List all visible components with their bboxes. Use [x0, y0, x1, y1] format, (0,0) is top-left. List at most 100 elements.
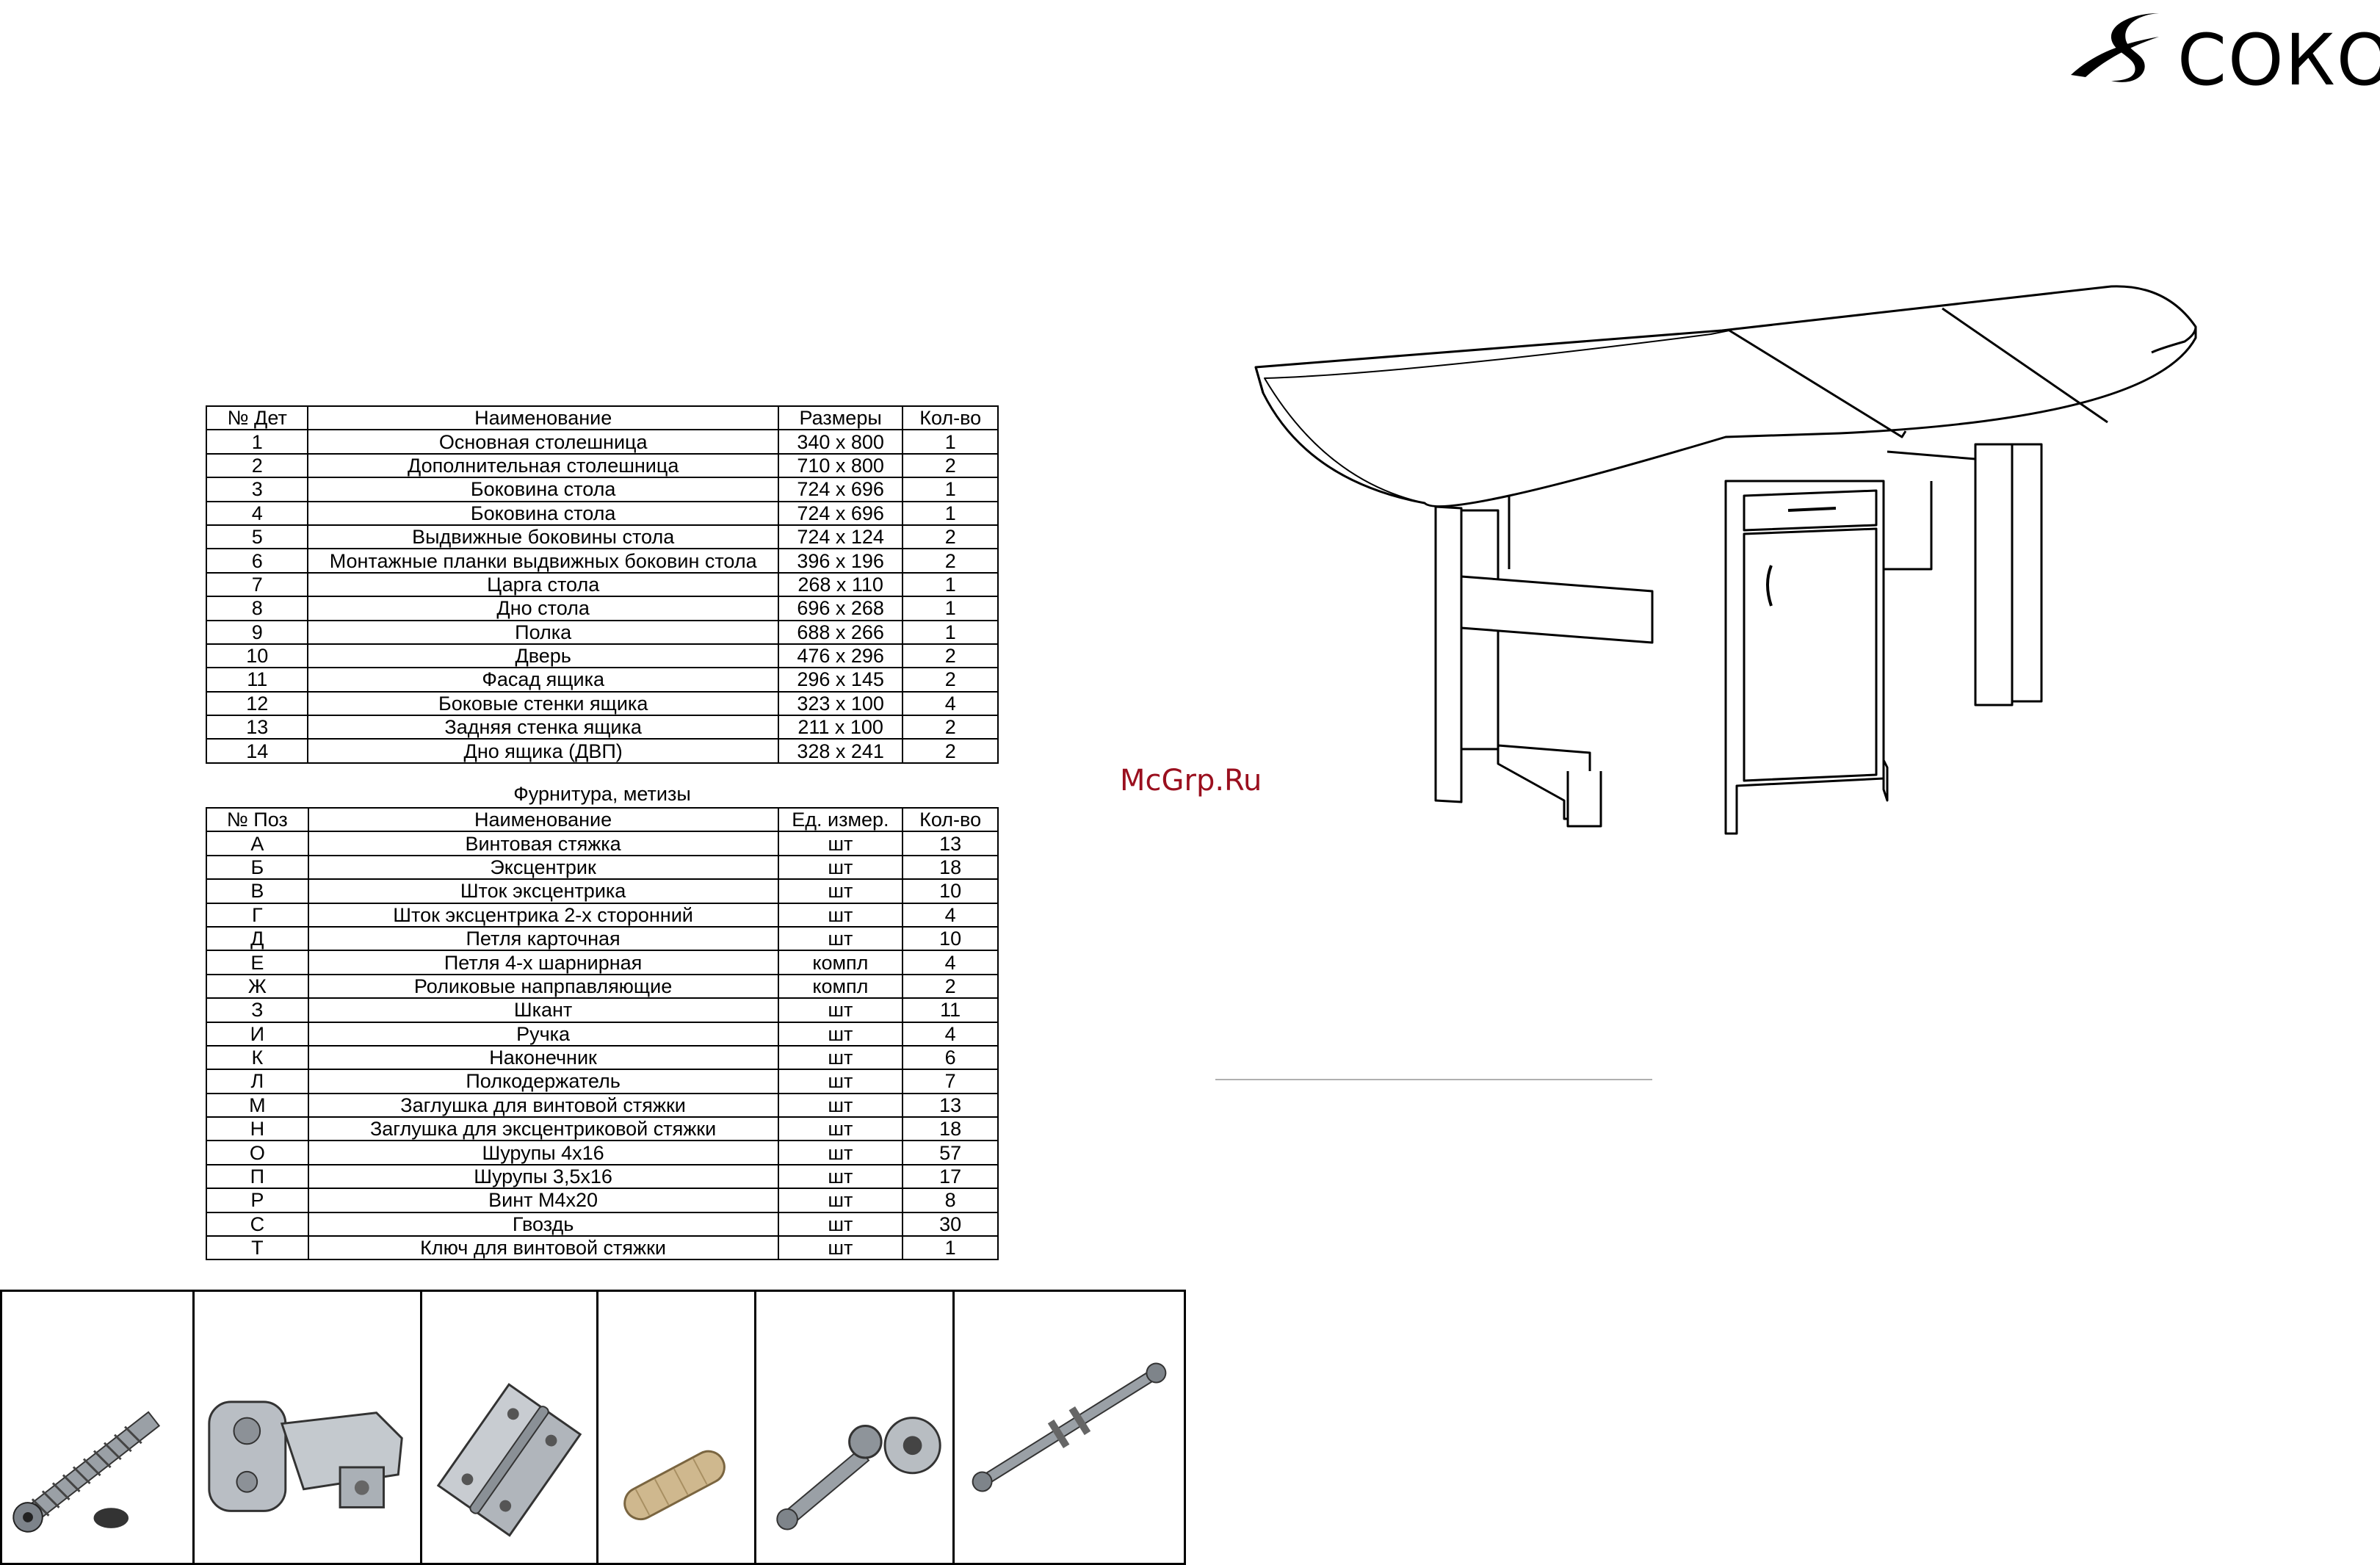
falcon-logo-icon: [2071, 13, 2159, 82]
table-cell: Основная столешница: [307, 429, 779, 455]
table-cell: шт: [777, 997, 904, 1023]
table-cell: 11: [902, 997, 999, 1023]
table-cell: шт: [777, 1235, 904, 1261]
table-cell: 396 x 196: [777, 548, 904, 574]
table-cell: 17: [902, 1163, 999, 1190]
table-cell: Гвоздь: [307, 1211, 779, 1237]
table-cell: шт: [777, 1069, 904, 1094]
table-cell: компл: [777, 973, 904, 1000]
table-cell: 323 x 100: [777, 690, 904, 717]
table-cell: Г: [206, 902, 309, 928]
table-cell: компл: [777, 950, 904, 975]
table-cell: 724 x 696: [777, 500, 904, 526]
table-cell: 5: [205, 524, 309, 550]
header-cell: Ед. измер.: [777, 806, 904, 833]
table-cell: Дно ящика (ДВП): [307, 738, 779, 764]
table-cell: 3: [205, 477, 309, 502]
header-cell: Кол-во: [902, 405, 999, 431]
table-cell: Ключ для винтовой стяжки: [307, 1235, 779, 1261]
table-cell: Боковина стола: [307, 477, 779, 502]
table-cell: П: [206, 1163, 309, 1190]
table-cell: шт: [777, 854, 904, 881]
confirmat-screw-icon: [12, 1411, 161, 1533]
table-cell: 688 x 266: [777, 619, 904, 645]
table-cell: 12: [205, 690, 309, 717]
table-cell: 6: [902, 1044, 999, 1071]
table-cell: Петля карточная: [307, 925, 779, 952]
table-cell: 2: [902, 667, 999, 693]
table-cell: Петля 4-х шарнирная: [307, 950, 779, 975]
table-cell: 4: [902, 1021, 999, 1047]
photo-cell: [598, 1292, 756, 1563]
table-cell: 1: [902, 477, 999, 502]
table-cell: О: [206, 1140, 309, 1165]
table-cell: 2: [902, 715, 999, 740]
table-cell: Винт М4х20: [307, 1188, 779, 1213]
table-cell: 1: [902, 619, 999, 645]
table-cell: Винтовая стяжка: [307, 831, 779, 856]
table-cell: Шток эксцентрика 2-х сторонний: [307, 902, 779, 928]
table-cell: 1: [205, 429, 309, 455]
brand-logo: СОКОЛ: [2067, 7, 2380, 101]
header-cell: № Дет: [205, 405, 309, 431]
table-cell: шт: [777, 1188, 904, 1213]
table-cell: 6: [205, 548, 309, 574]
table-cell: Задняя стенка ящика: [307, 715, 779, 740]
cam-eccentric-icon: [776, 1417, 941, 1530]
table-cell: 30: [902, 1211, 999, 1237]
divider-line: [1215, 1079, 1652, 1080]
folding-table-drawing: [1254, 285, 2197, 835]
table-cell: Т: [206, 1235, 309, 1261]
table-cell: 1: [902, 596, 999, 621]
table-cell: 7: [902, 1069, 999, 1094]
table-cell: Ж: [206, 973, 309, 1000]
header-cell: Размеры: [777, 405, 904, 431]
table-cell: 57: [902, 1140, 999, 1165]
table-cell: 2: [205, 452, 309, 479]
table-cell: С: [206, 1211, 309, 1237]
table-cell: Фасад ящика: [307, 667, 779, 693]
table-cell: Р: [206, 1188, 309, 1213]
header-cell: Наименование: [307, 806, 779, 833]
hardware-photos-strip: [0, 1290, 1186, 1565]
table-cell: Л: [206, 1069, 309, 1094]
table-cell: Дополнительная столешница: [307, 452, 779, 479]
header-cell: Наименование: [307, 405, 779, 431]
table-cell: шт: [777, 1163, 904, 1190]
table-cell: Заглушка для винтовой стяжки: [307, 1092, 779, 1118]
table-cell: 11: [205, 667, 309, 693]
table-cell: шт: [777, 1092, 904, 1118]
table-cell: шт: [777, 1044, 904, 1071]
photo-cell: [422, 1292, 598, 1563]
table-cell: Эксцентрик: [307, 854, 779, 881]
table-cell: 8: [205, 596, 309, 621]
table-cell: 18: [902, 1116, 999, 1142]
table-cell: 4: [902, 902, 999, 928]
table-cell: А: [206, 831, 309, 856]
table-cell: шт: [777, 1211, 904, 1237]
table-cell: Роликовые напрпавляющие: [307, 973, 779, 1000]
watermark: McGrp.Ru: [1120, 764, 1262, 798]
hardware-section-title: Фурнитура, метизы: [513, 783, 691, 805]
table-cell: 710 x 800: [777, 452, 904, 479]
table-cell: шт: [777, 925, 904, 952]
